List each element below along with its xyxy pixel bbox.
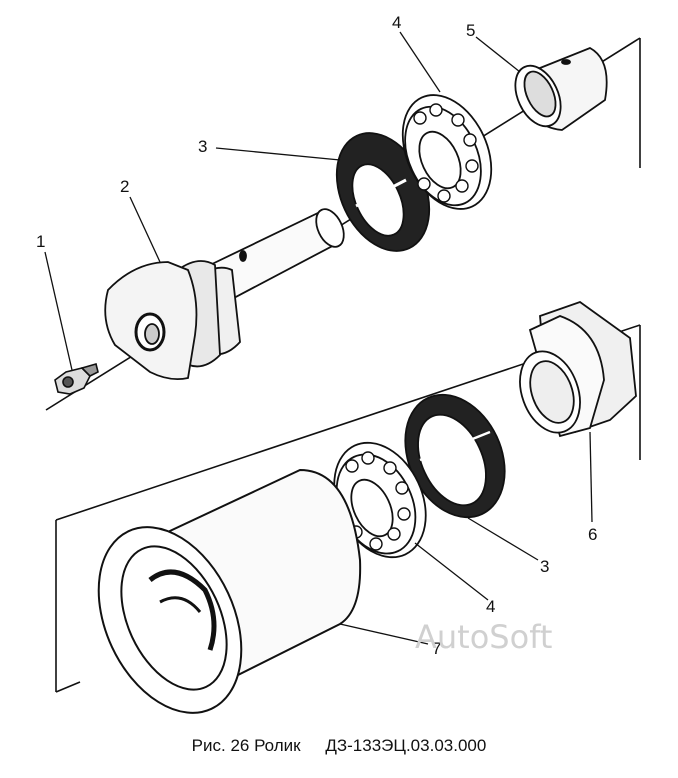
caption-figure: Рис. 26 Ролик xyxy=(191,736,301,755)
caption-code: ДЗ-133ЭЦ.03.03.000 xyxy=(325,736,487,755)
figure-caption: Рис. 26 Ролик ДЗ-133ЭЦ.03.03.000 xyxy=(0,736,678,756)
callout-3-upper: 3 xyxy=(198,137,207,156)
callout-1: 1 xyxy=(36,232,45,251)
callout-4-upper: 4 xyxy=(392,13,401,32)
part-7-roller-body xyxy=(97,468,362,714)
watermark: AutoSoft xyxy=(415,618,552,656)
part-4-bearing-upper xyxy=(401,94,493,210)
leader-lines xyxy=(44,31,593,645)
part-5-bushing xyxy=(514,47,608,131)
callout-6: 6 xyxy=(588,525,597,544)
callout-2: 2 xyxy=(120,177,129,196)
part-3-seal-upper xyxy=(335,132,431,252)
part-6-cap xyxy=(519,300,637,438)
part-3-seal-lower xyxy=(404,393,506,519)
callout-5: 5 xyxy=(466,21,475,40)
part-1-grease-fitting xyxy=(54,363,99,395)
callout-7: 7 xyxy=(432,639,441,658)
part-2-axle xyxy=(104,208,345,381)
callout-3-lower: 3 xyxy=(540,557,549,576)
callouts: 1 2 3 4 5 6 3 4 7 xyxy=(36,13,597,658)
part-4-bearing-lower xyxy=(333,441,427,559)
callout-4-lower: 4 xyxy=(486,597,495,616)
